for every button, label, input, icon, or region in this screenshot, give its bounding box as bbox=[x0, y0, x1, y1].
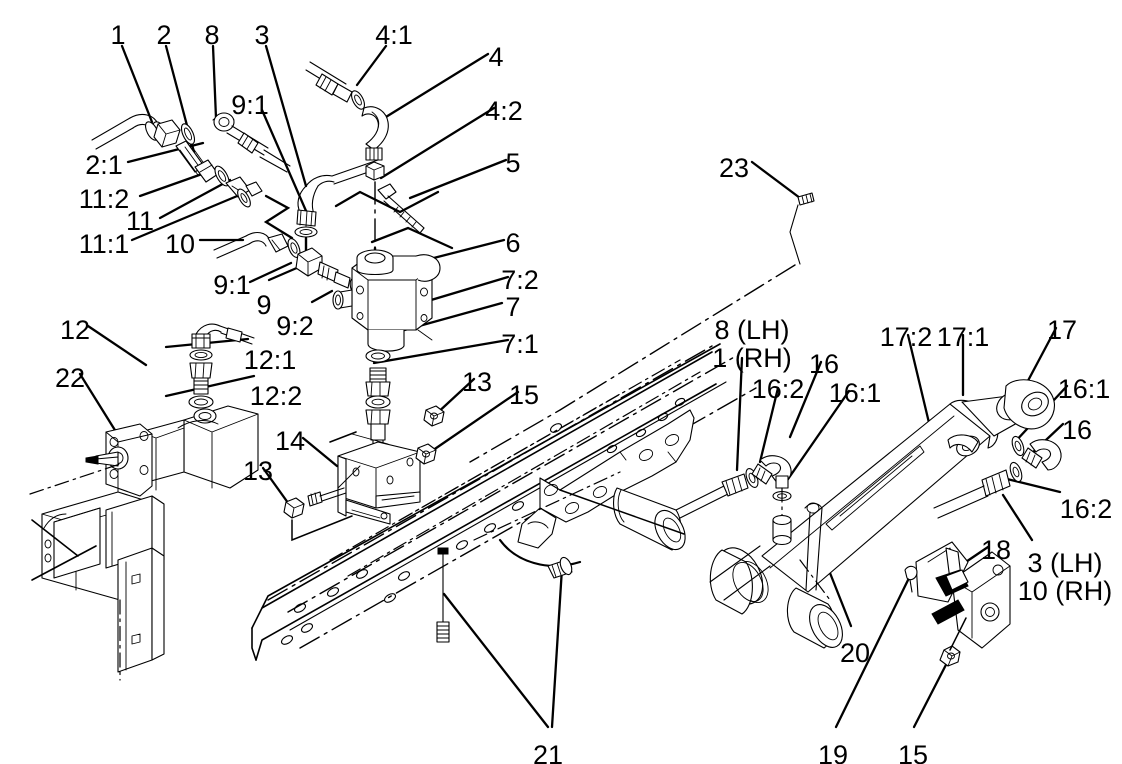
callout-9: 9 bbox=[256, 290, 272, 320]
callout-11-1: 11:1 bbox=[78, 229, 130, 259]
callout-16-2-left: 16:2 bbox=[751, 374, 805, 404]
shield-bracket-lower-left bbox=[29, 463, 165, 681]
callout-10: 10 bbox=[164, 229, 196, 259]
callout-13-upper: 13 bbox=[461, 367, 493, 397]
callout-6: 6 bbox=[505, 228, 521, 258]
pump-assembly-item-22 bbox=[85, 323, 259, 497]
callout-17-1: 17:1 bbox=[936, 322, 990, 352]
callout-9-1-upper: 9:1 bbox=[231, 90, 269, 120]
callout-12-2: 12:2 bbox=[249, 381, 303, 411]
callout-12: 12 bbox=[59, 315, 91, 345]
callout-2-1: 2:1 bbox=[85, 150, 123, 180]
callout-7: 7 bbox=[505, 292, 521, 322]
callout-10-rh: 10 (RH) bbox=[1017, 576, 1113, 606]
callout-11: 11 bbox=[125, 206, 155, 236]
callout-23: 23 bbox=[718, 153, 750, 183]
callout-16-1-left: 16:1 bbox=[828, 378, 882, 408]
elbow-item-3 bbox=[294, 159, 381, 238]
zigzag-leader-b bbox=[334, 190, 440, 214]
lever-bracket-item-18 bbox=[904, 541, 1011, 667]
hardware-item-21 bbox=[436, 547, 573, 643]
callout-17-2: 17:2 bbox=[879, 322, 933, 352]
callout-3: 3 bbox=[254, 20, 270, 50]
callout-1-rh: 1 (RH) bbox=[712, 343, 792, 373]
callout-4-2: 4:2 bbox=[485, 96, 523, 126]
zigzag-leader-a bbox=[263, 194, 294, 240]
callout-16-left: 16 bbox=[808, 349, 840, 379]
elbow-item-4-group bbox=[305, 61, 389, 181]
callout-2: 2 bbox=[156, 20, 172, 50]
bolt-item-5 bbox=[377, 183, 425, 234]
item-23-rod bbox=[789, 192, 815, 265]
pivot-plate-and-barrel bbox=[473, 409, 695, 567]
callout-9-2: 9:2 bbox=[276, 311, 314, 341]
callout-3-lh: 3 (LH) bbox=[1027, 548, 1103, 578]
cotter-pin-item-20 bbox=[799, 502, 831, 601]
valve-body-item-6 bbox=[332, 249, 441, 352]
callout-4: 4 bbox=[488, 42, 504, 72]
fitting-group-16-left bbox=[675, 455, 792, 546]
hose-fitting-group-left-upper bbox=[91, 112, 291, 208]
callout-8-lh: 8 (LH) bbox=[714, 315, 790, 345]
zigzag-leader-c bbox=[370, 226, 454, 250]
frame-rail bbox=[251, 343, 757, 661]
callout-14: 14 bbox=[274, 426, 306, 456]
callout-19: 19 bbox=[817, 740, 849, 764]
callout-8: 8 bbox=[204, 20, 220, 50]
leader-lines bbox=[78, 44, 1069, 729]
callout-16-1-right: 16:1 bbox=[1057, 374, 1111, 404]
callout-16-right: 16 bbox=[1061, 415, 1093, 445]
callout-7-2: 7:2 bbox=[501, 265, 539, 295]
callout-21: 21 bbox=[532, 740, 564, 764]
callout-17: 17 bbox=[1046, 315, 1078, 345]
callout-15-lower: 15 bbox=[897, 740, 929, 764]
rod-bushing bbox=[709, 547, 769, 615]
callout-13-lower: 13 bbox=[242, 456, 274, 486]
callout-4-1: 4:1 bbox=[375, 20, 413, 50]
callout-7-1: 7:1 bbox=[501, 329, 539, 359]
callout-18: 18 bbox=[980, 535, 1012, 565]
callout-20: 20 bbox=[839, 638, 871, 668]
centerline-item23 bbox=[469, 264, 796, 463]
fitting-group-16-right bbox=[933, 435, 1062, 519]
bracket-item-14 bbox=[283, 405, 445, 542]
callout-16-2-right: 16:2 bbox=[1059, 494, 1113, 524]
callout-9-1-lower: 9:1 bbox=[213, 270, 251, 300]
callout-11-2: 11:2 bbox=[78, 184, 130, 214]
callout-15-upper: 15 bbox=[508, 380, 540, 410]
callout-1: 1 bbox=[110, 20, 126, 50]
callout-12-1: 12:1 bbox=[243, 345, 297, 375]
callout-22: 22 bbox=[54, 363, 86, 393]
callout-5: 5 bbox=[505, 148, 521, 178]
